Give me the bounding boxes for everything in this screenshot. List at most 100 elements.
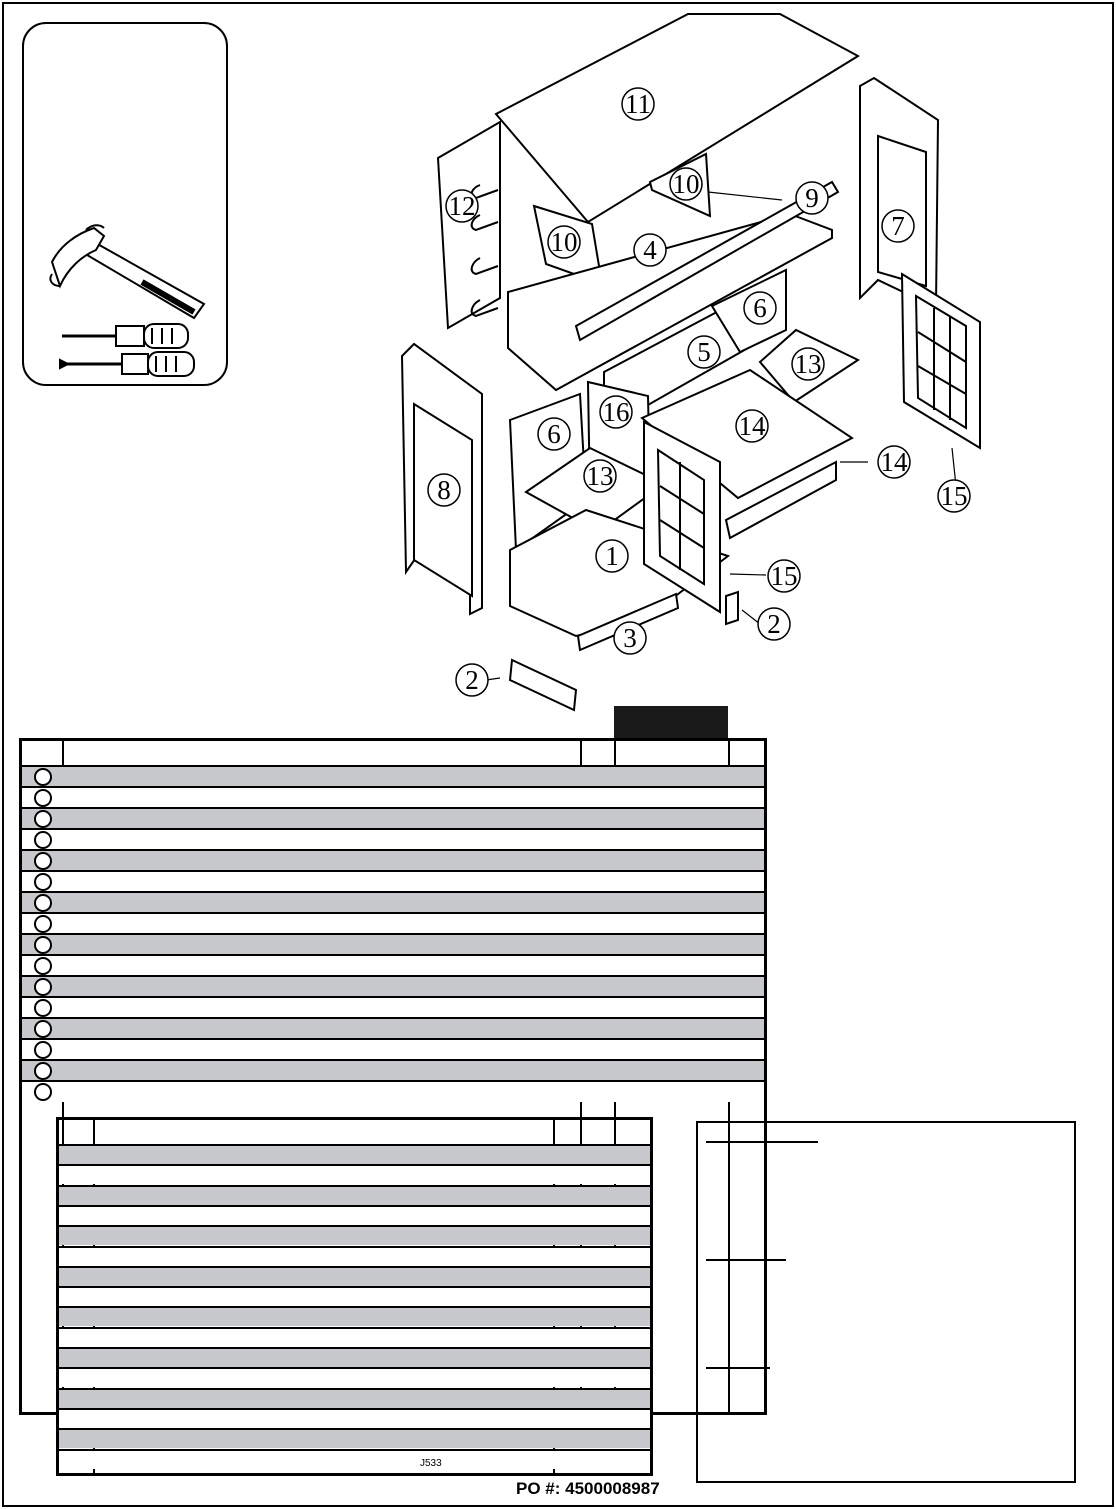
parts-table-header	[22, 741, 764, 765]
parts-table-row	[22, 1038, 764, 1060]
callout-label: 15	[941, 481, 968, 511]
callout-label: 1	[605, 541, 619, 571]
callout-3: 3	[613, 621, 647, 655]
phillips-screwdriver-icon	[62, 323, 189, 349]
notes-box	[696, 1121, 1076, 1483]
part-number-circle	[34, 810, 52, 828]
callout-label: 5	[697, 337, 711, 367]
hardware-table-header	[59, 1120, 650, 1144]
callout-label: 6	[753, 293, 767, 323]
callout-11: 11	[621, 87, 655, 121]
callout-14: 14	[877, 445, 911, 479]
part-number-circle	[34, 1062, 52, 1080]
callout-label: 10	[551, 227, 578, 257]
parts-table-header-tab	[614, 706, 728, 739]
parts-table-row	[22, 1017, 764, 1039]
callout-12: 12	[445, 189, 479, 223]
callout-2: 2	[455, 663, 489, 697]
tools-box	[22, 22, 228, 386]
hardware-table	[56, 1117, 653, 1476]
callout-label: 12	[449, 191, 476, 221]
part-number-circle	[34, 1020, 52, 1038]
callout-label: 4	[643, 235, 657, 265]
callout-label: 16	[603, 397, 630, 427]
callout-6: 6	[537, 417, 571, 451]
callout-label: 8	[437, 475, 451, 505]
callout-label: 14	[881, 447, 909, 477]
callout-5: 5	[687, 335, 721, 369]
hardware-table-row	[59, 1164, 650, 1185]
base-rail-left	[508, 658, 578, 712]
hardware-table-row	[59, 1387, 650, 1408]
part-number-circle	[34, 873, 52, 891]
hardware-table-row	[59, 1184, 650, 1205]
lower-fixed-shelf	[724, 460, 837, 540]
callout-1: 1	[595, 539, 629, 573]
callout-label: 7	[891, 211, 905, 241]
part-number-circle	[34, 831, 52, 849]
note-heading-underline	[706, 1259, 786, 1261]
parts-table-row	[22, 975, 764, 997]
parts-table-row	[22, 765, 764, 787]
part-number-circle	[34, 936, 52, 954]
callout-14: 14	[735, 409, 769, 443]
callout-2: 2	[757, 607, 791, 641]
callout-8: 8	[427, 473, 461, 507]
callout-layer: 11 10 10 12 9 4 7 6 5 13 16 6 14 14 8 13 15 1 15 2 3 2	[427, 87, 971, 697]
parts-table-row	[22, 786, 764, 808]
back-panel	[436, 120, 501, 330]
callout-10: 10	[547, 225, 581, 259]
parts-table-row	[22, 870, 764, 892]
hardware-table-row	[59, 1204, 650, 1225]
hammer-icon	[49, 224, 206, 320]
callout-label: 13	[587, 461, 614, 491]
callout-label: 15	[771, 561, 798, 591]
hardware-table-row	[59, 1225, 650, 1246]
note-heading-underline	[706, 1141, 818, 1143]
top-rail	[574, 180, 840, 342]
callout-label: 10	[673, 169, 700, 199]
callout-15: 15	[937, 479, 971, 513]
part-number-circle	[34, 999, 52, 1017]
part-number-circle	[34, 789, 52, 807]
hardware-table-row	[59, 1245, 650, 1266]
part-number-circle	[34, 957, 52, 975]
leader-2-right	[741, 609, 761, 625]
callout-label: 11	[625, 89, 651, 119]
callout-6: 6	[743, 291, 777, 325]
callout-4: 4	[633, 233, 667, 267]
hardware-table-row	[59, 1367, 650, 1388]
hardware-table-row	[59, 1347, 650, 1367]
parts-table-row	[22, 828, 764, 850]
note-heading-underline	[706, 1367, 770, 1369]
parts-table-row	[22, 849, 764, 871]
parts-table-row	[22, 996, 764, 1018]
callout-13: 13	[791, 347, 825, 381]
hardware-table-row	[59, 1448, 650, 1469]
callout-15: 15	[767, 559, 801, 593]
part-number-circle	[34, 852, 52, 870]
part-number-circle	[34, 894, 52, 912]
parts-table-row	[22, 1080, 764, 1102]
callout-label: 3	[623, 623, 637, 653]
flathead-screwdriver-icon	[59, 351, 195, 377]
callout-label: 9	[805, 183, 819, 213]
callout-10: 10	[669, 167, 703, 201]
exploded-assembly-diagram: 11 10 10 12 9 4 7 6 5 13 16 6 14 14 8 13 15 1 15 2 3 2	[380, 10, 1020, 720]
cabinet-drawing	[400, 13, 981, 712]
tools-illustration	[49, 224, 206, 377]
part-number-circle	[34, 978, 52, 996]
part-number-circle	[34, 768, 52, 786]
hardware-table-row	[59, 1428, 650, 1449]
hardware-table-row	[59, 1407, 650, 1428]
base-rail-right	[725, 590, 739, 626]
leader-9	[707, 191, 783, 201]
callout-label: 13	[795, 349, 822, 379]
hardware-table-row	[59, 1306, 650, 1327]
leader-15-left	[729, 573, 767, 576]
part-number-circle	[34, 915, 52, 933]
hardware-table-row	[59, 1144, 650, 1164]
hardware-footer-mark: J533	[420, 1458, 442, 1469]
part-number-circle	[34, 1083, 52, 1101]
